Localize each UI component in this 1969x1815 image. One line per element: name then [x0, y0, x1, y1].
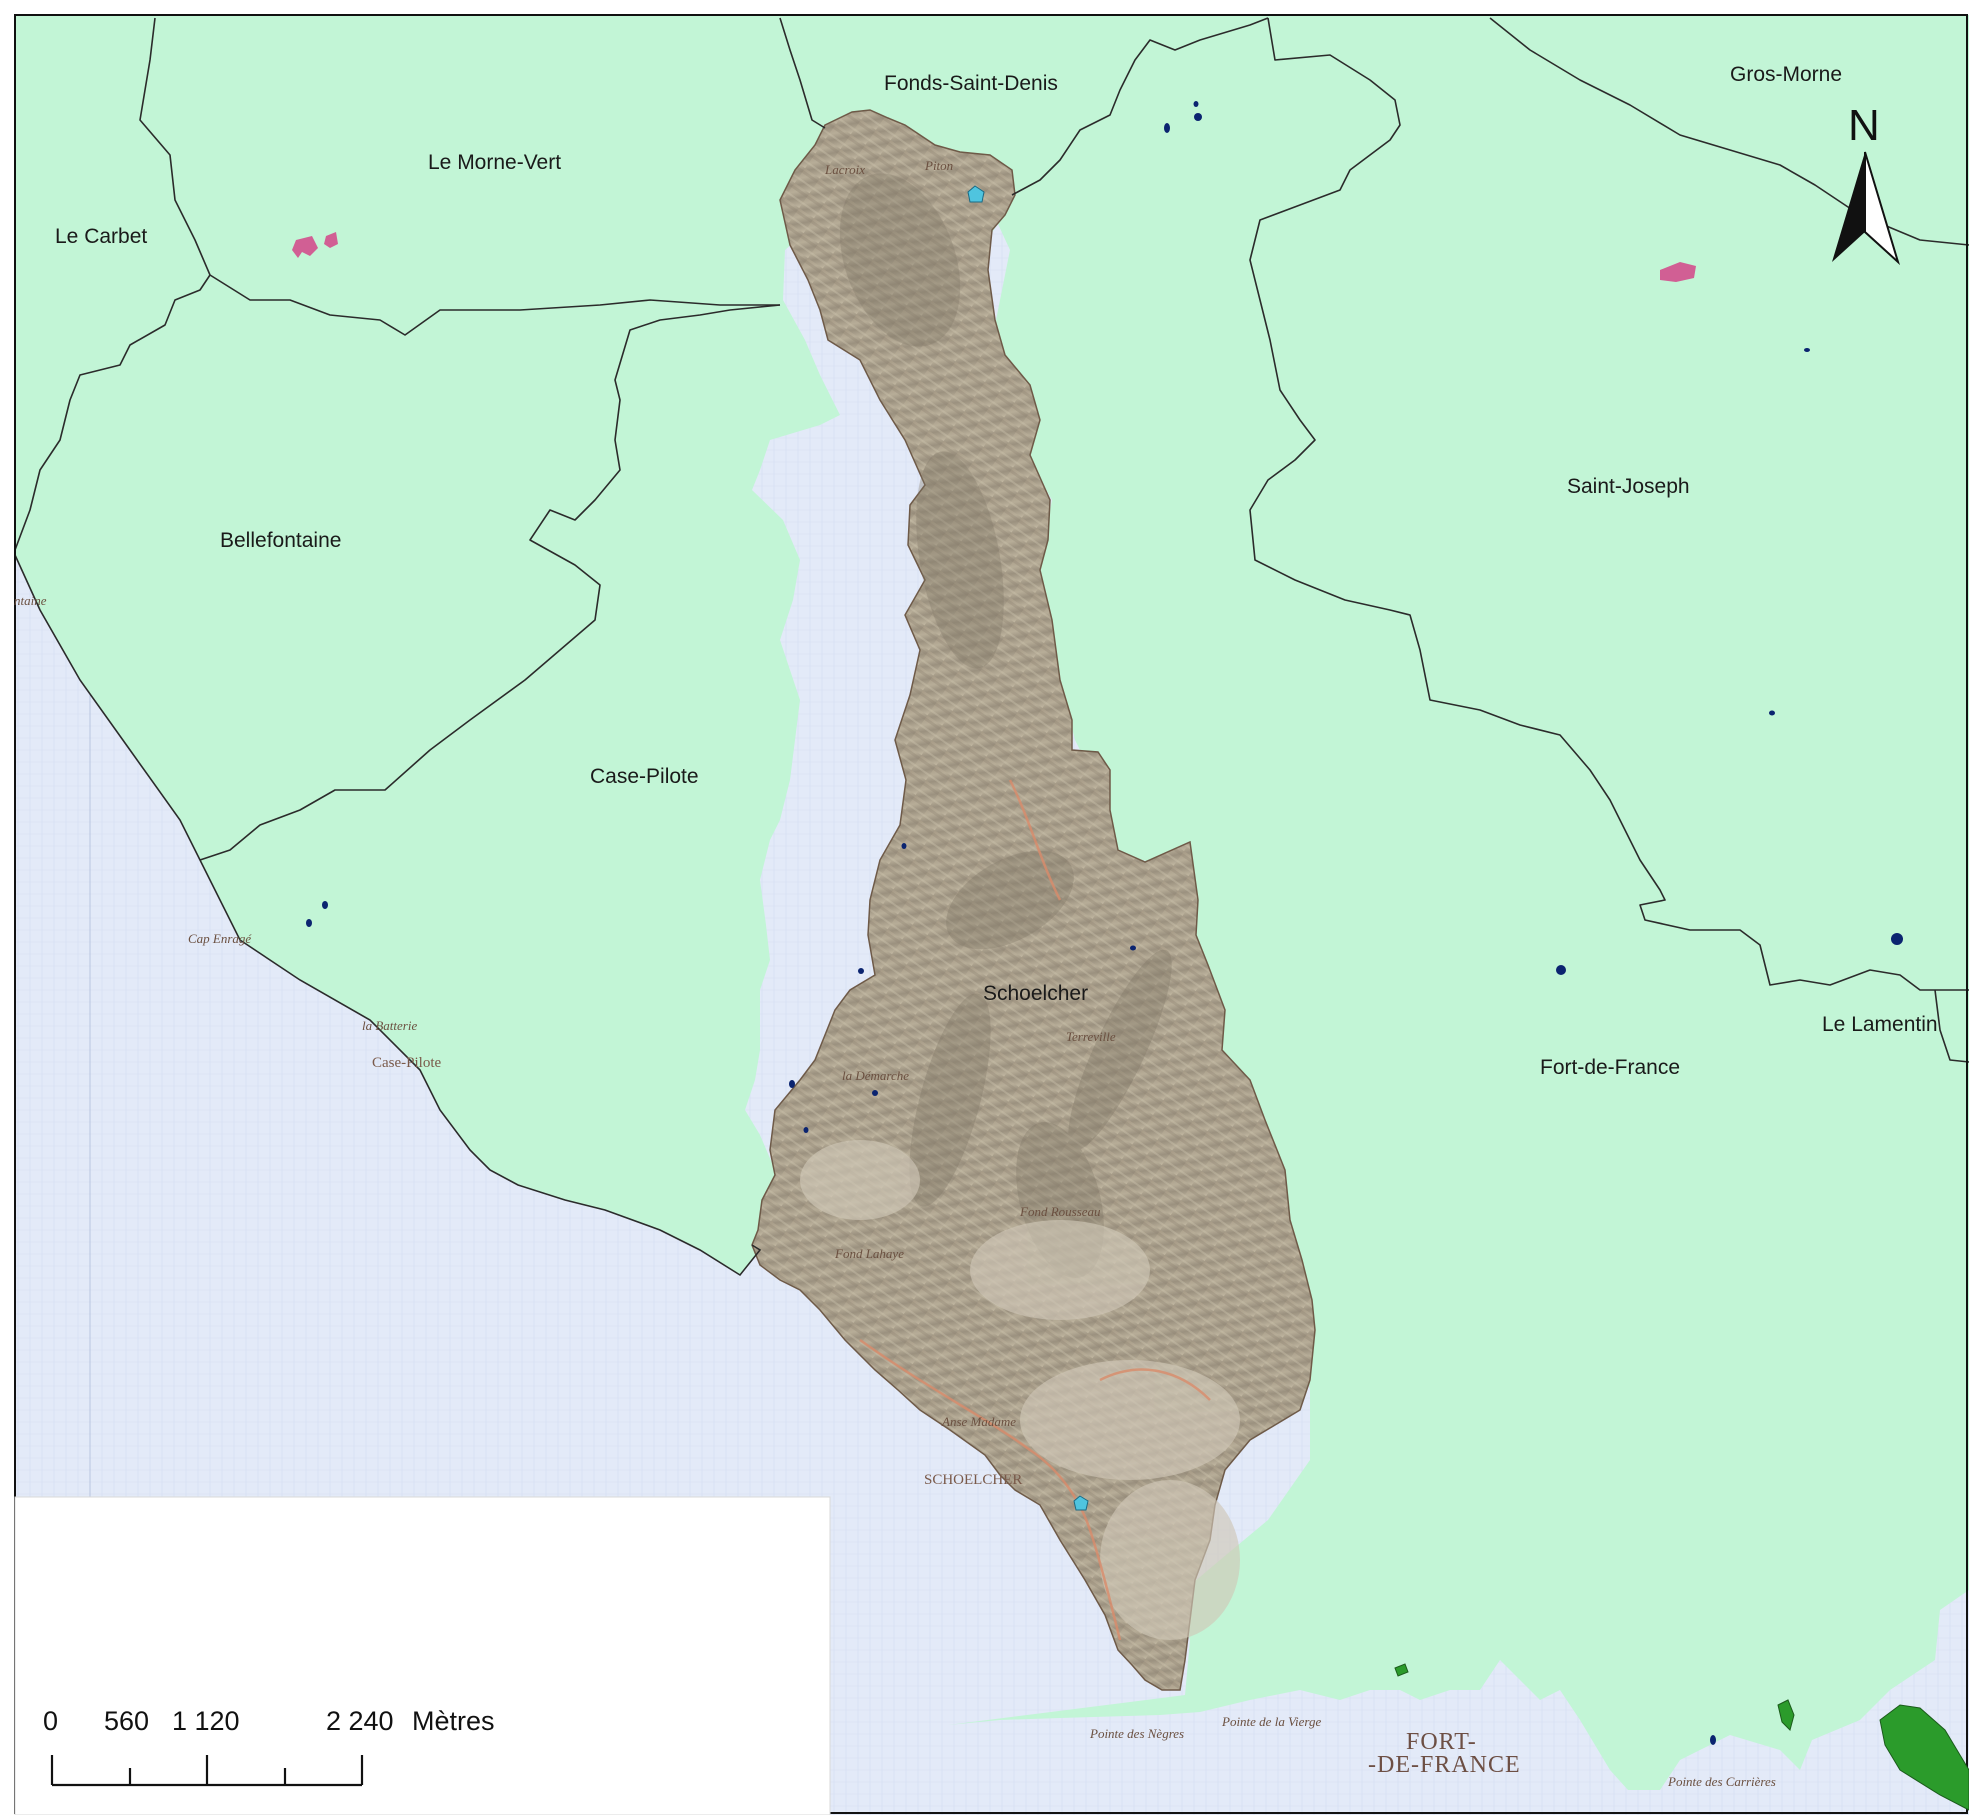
label-gros-morne: Gros-Morne: [1730, 63, 1842, 86]
schoelcher-relief: [751, 109, 1316, 1691]
scale-tick-560: 560: [104, 1706, 149, 1736]
scale-tick-0: 0: [43, 1706, 58, 1736]
scale-box: 0 560 1 120 2 240 Mètres: [14, 1496, 831, 1815]
label-fort-de-france: Fort-de-France: [1540, 1056, 1680, 1079]
svg-text:FORT-: FORT-: [1406, 1729, 1477, 1755]
north-label: N: [1848, 101, 1880, 150]
roads: [859, 779, 1211, 1641]
svg-text:Lacroix: Lacroix: [824, 162, 865, 177]
label-le-lamentin: Le Lamentin: [1822, 1013, 1938, 1036]
label-bellefontaine: Bellefontaine: [220, 529, 341, 552]
label-saint-joseph: Saint-Joseph: [1567, 475, 1690, 498]
svg-text:Fond Lahaye: Fond Lahaye: [834, 1246, 904, 1261]
scale-unit: Mètres: [412, 1706, 495, 1736]
svg-text:Terreville: Terreville: [1066, 1029, 1116, 1044]
svg-text:la Batterie: la Batterie: [362, 1018, 417, 1033]
label-schoelcher: Schoelcher: [983, 982, 1088, 1005]
label-fonds-saint-denis: Fonds-Saint-Denis: [884, 72, 1058, 95]
label-le-morne-vert: Le Morne-Vert: [428, 151, 561, 174]
svg-text:la Démarche: la Démarche: [842, 1068, 909, 1083]
pink-patches: [292, 232, 1696, 282]
svg-text:Fond Rousseau: Fond Rousseau: [1019, 1204, 1101, 1219]
svg-text:Cap Enragé: Cap Enragé: [188, 931, 252, 946]
map-frame: [14, 14, 1968, 1814]
north-arrow: N: [1832, 101, 1900, 266]
svg-text:SCHOELCHER: SCHOELCHER: [924, 1472, 1022, 1488]
scale-bar: [50, 1755, 364, 1787]
commune-borders: [14, 17, 1969, 1063]
urban-zones: [800, 1140, 1240, 1640]
label-le-carbet: Le Carbet: [55, 225, 147, 248]
svg-text:Pointe des Nègres: Pointe des Nègres: [1089, 1726, 1184, 1741]
label-case-pilote: Case-Pilote: [590, 765, 699, 788]
scale-tick-1120: 1 120: [172, 1706, 240, 1736]
svg-text:-DE-FRANCE: -DE-FRANCE: [1368, 1752, 1521, 1778]
water-bodies: [306, 101, 1903, 1745]
svg-text:Case-Pilote: Case-Pilote: [372, 1055, 441, 1071]
scale-tick-2240: 2 240: [326, 1706, 394, 1736]
coastline: [14, 554, 762, 1277]
svg-text:ntaine: ntaine: [14, 593, 47, 608]
svg-text:Anse Madame: Anse Madame: [941, 1414, 1016, 1429]
svg-text:Pointe des Carrières: Pointe des Carrières: [1667, 1774, 1776, 1789]
svg-text:Piton: Piton: [924, 158, 953, 173]
mangrove-patches: [1394, 1663, 1969, 1811]
land-communes: [15, 15, 1969, 1790]
commune-labels: Fonds-Saint-Denis Gros-Morne Le Morne-Ve…: [55, 63, 1938, 1079]
point-markers: [967, 185, 1089, 1511]
svg-text:Pointe de la Vierge: Pointe de la Vierge: [1221, 1714, 1322, 1729]
basemap-labels: ntaine Lacroix Piton Cap Enragé la Batte…: [14, 158, 1776, 1789]
